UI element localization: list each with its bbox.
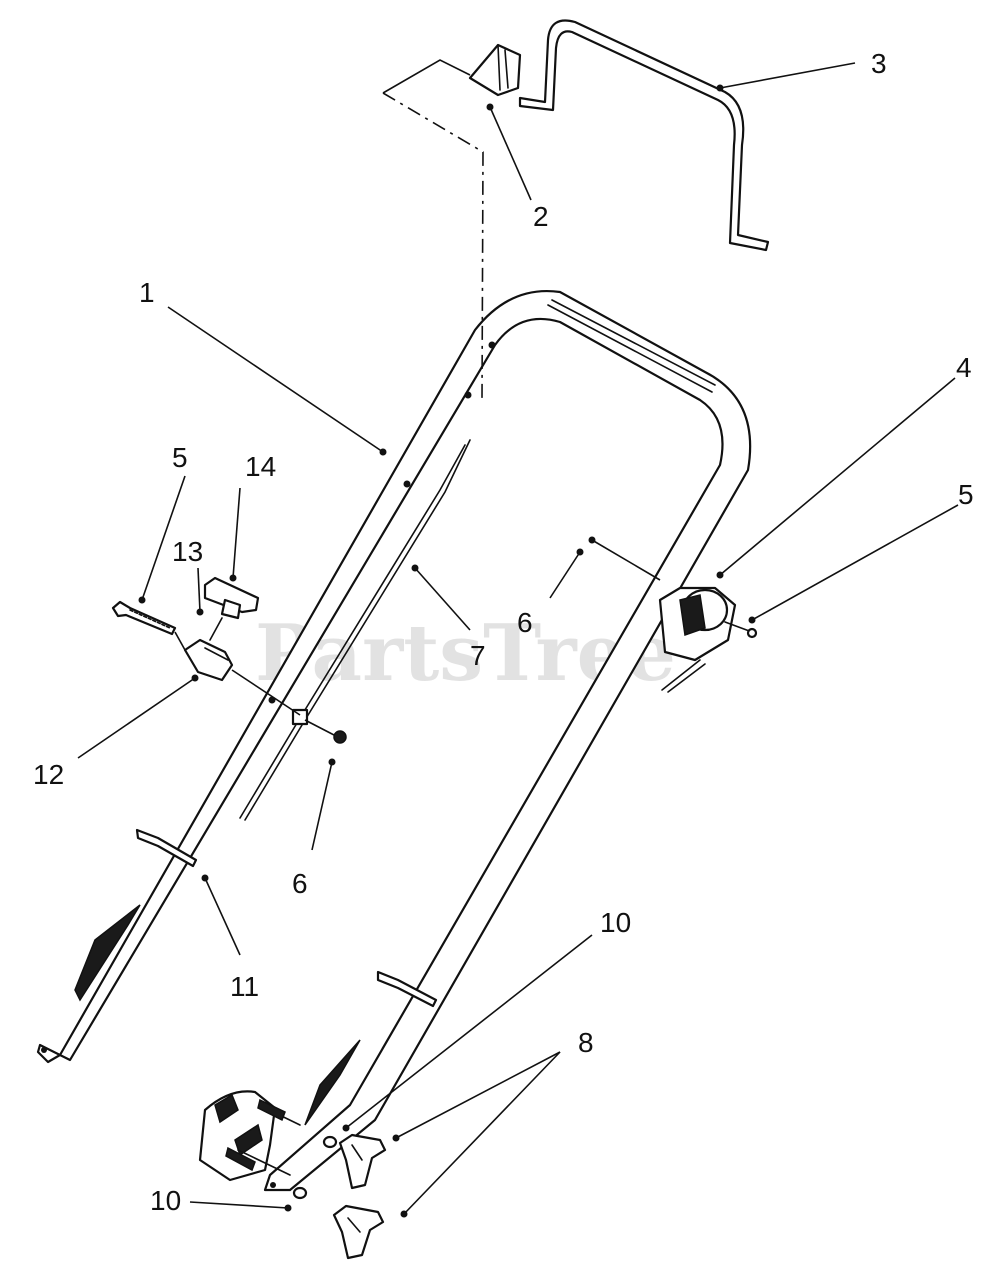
cable-guide [468,43,522,97]
mounting-bracket [198,1090,301,1182]
callout-10-lower: 10 [150,1185,181,1216]
alignment-axis [382,92,484,401]
callout-5-left: 5 [172,442,188,473]
callout-13: 13 [172,536,203,567]
zone-control [658,586,737,693]
callout-6-upper: 6 [517,607,533,638]
callout-4: 4 [956,352,972,383]
nut-lower [304,719,347,744]
handle-knobs [332,1133,387,1260]
callout-3: 3 [871,48,887,79]
screw-right [724,621,758,639]
alignment-line [382,59,471,94]
leader-lines [77,62,959,1218]
callout-11: 11 [230,971,259,1002]
handle-bolts [135,828,438,1008]
callout-6-lower: 6 [292,868,308,899]
callout-2: 2 [533,201,549,232]
handle-tube [36,290,752,1192]
throttle-assembly [111,576,301,716]
control-bail [518,19,770,252]
callout-7: 7 [470,640,486,671]
callout-5-right: 5 [958,479,974,510]
callout-10-upper: 10 [600,907,631,938]
callout-12: 12 [33,759,64,790]
callout-8: 8 [578,1027,594,1058]
callout-14: 14 [245,451,276,482]
callout-1: 1 [139,277,155,308]
washers [292,1135,338,1200]
